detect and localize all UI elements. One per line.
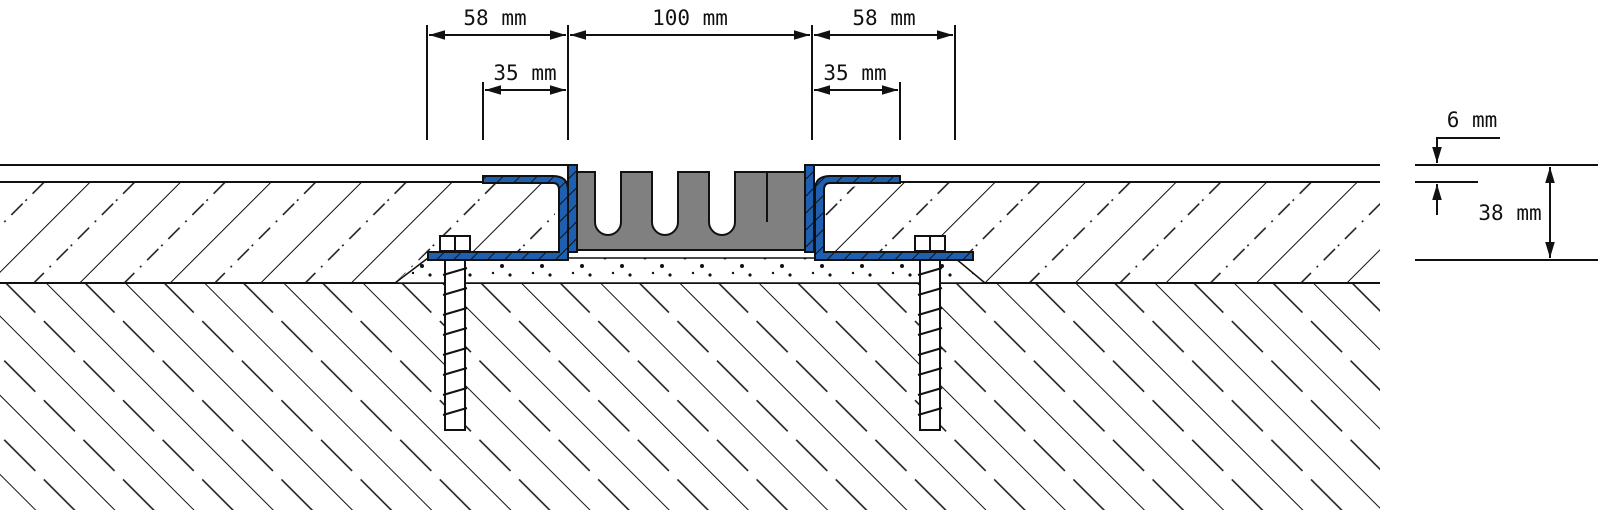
dim-total-height: 38 mm bbox=[1478, 201, 1541, 225]
dim-right-outer: 58 mm bbox=[852, 6, 915, 30]
dim-cover-thickness: 6 mm bbox=[1447, 108, 1498, 132]
profile-left bbox=[427, 164, 578, 261]
dim-left-outer: 58 mm bbox=[463, 6, 526, 30]
dim-center: 100 mm bbox=[652, 6, 728, 30]
floor-layer bbox=[0, 164, 1380, 283]
dimension-lines bbox=[426, 25, 1598, 261]
profile-right bbox=[804, 164, 974, 261]
dim-right-inner: 35 mm bbox=[823, 61, 886, 85]
anchor-screw-right bbox=[914, 235, 946, 431]
anchor-screw-left bbox=[439, 235, 471, 431]
substrate bbox=[0, 282, 1380, 510]
rubber-insert bbox=[576, 171, 806, 251]
dim-left-inner: 35 mm bbox=[493, 61, 556, 85]
